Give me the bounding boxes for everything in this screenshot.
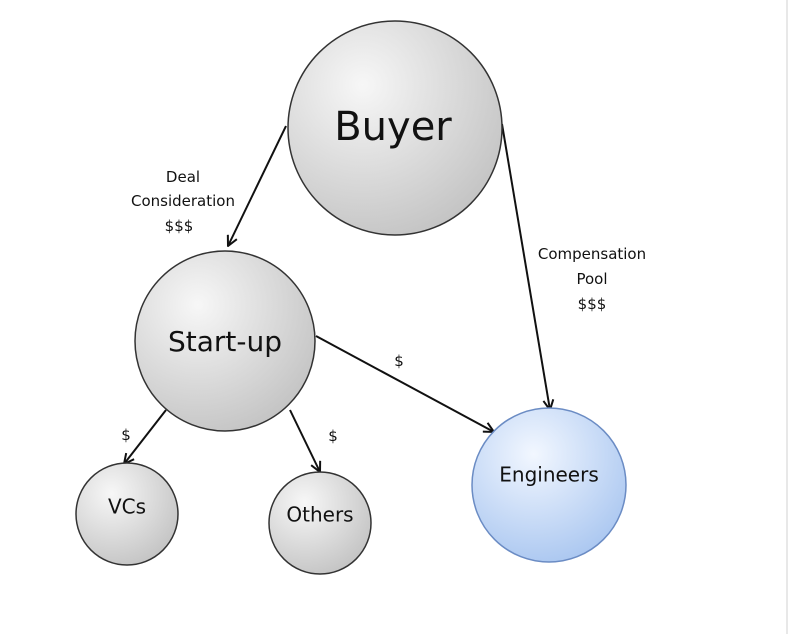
node-engineers: Engineers xyxy=(471,407,627,563)
edge-label-compensation-pool: Compensation Pool $$$ xyxy=(538,245,646,313)
edge-startup-to-others xyxy=(289,409,320,472)
edge-buyer-to-engineers xyxy=(501,123,550,410)
edge-label-line: Deal xyxy=(166,168,200,186)
edge-label-startup-engineers: $ xyxy=(394,352,404,370)
edge-startup-to-vcs xyxy=(124,409,167,464)
edge-startup-to-engineers xyxy=(315,335,494,432)
edge-label-line: Pool xyxy=(576,270,607,288)
node-engineers-label: Engineers xyxy=(499,463,599,487)
node-buyer-label: Buyer xyxy=(334,104,452,150)
edge-label-startup-others: $ xyxy=(328,427,338,445)
node-buyer: Buyer xyxy=(287,20,503,236)
edge-label-deal-consideration: Deal Consideration $$$ xyxy=(131,168,235,235)
node-others: Others xyxy=(268,471,372,575)
edge-label-startup-vcs: $ xyxy=(121,426,131,444)
edge-label-line: $$$ xyxy=(165,217,194,235)
edge-label-line: Compensation xyxy=(538,245,646,263)
node-startup: Start-up xyxy=(134,250,316,432)
node-vcs: VCs xyxy=(75,462,179,566)
node-startup-label: Start-up xyxy=(168,325,282,358)
node-others-label: Others xyxy=(286,503,353,527)
node-vcs-label: VCs xyxy=(108,495,146,519)
edge-label-line: $$$ xyxy=(578,295,607,313)
right-border xyxy=(786,0,788,634)
edge-label-line: Consideration xyxy=(131,192,235,210)
edge-buyer-to-startup xyxy=(228,125,287,246)
